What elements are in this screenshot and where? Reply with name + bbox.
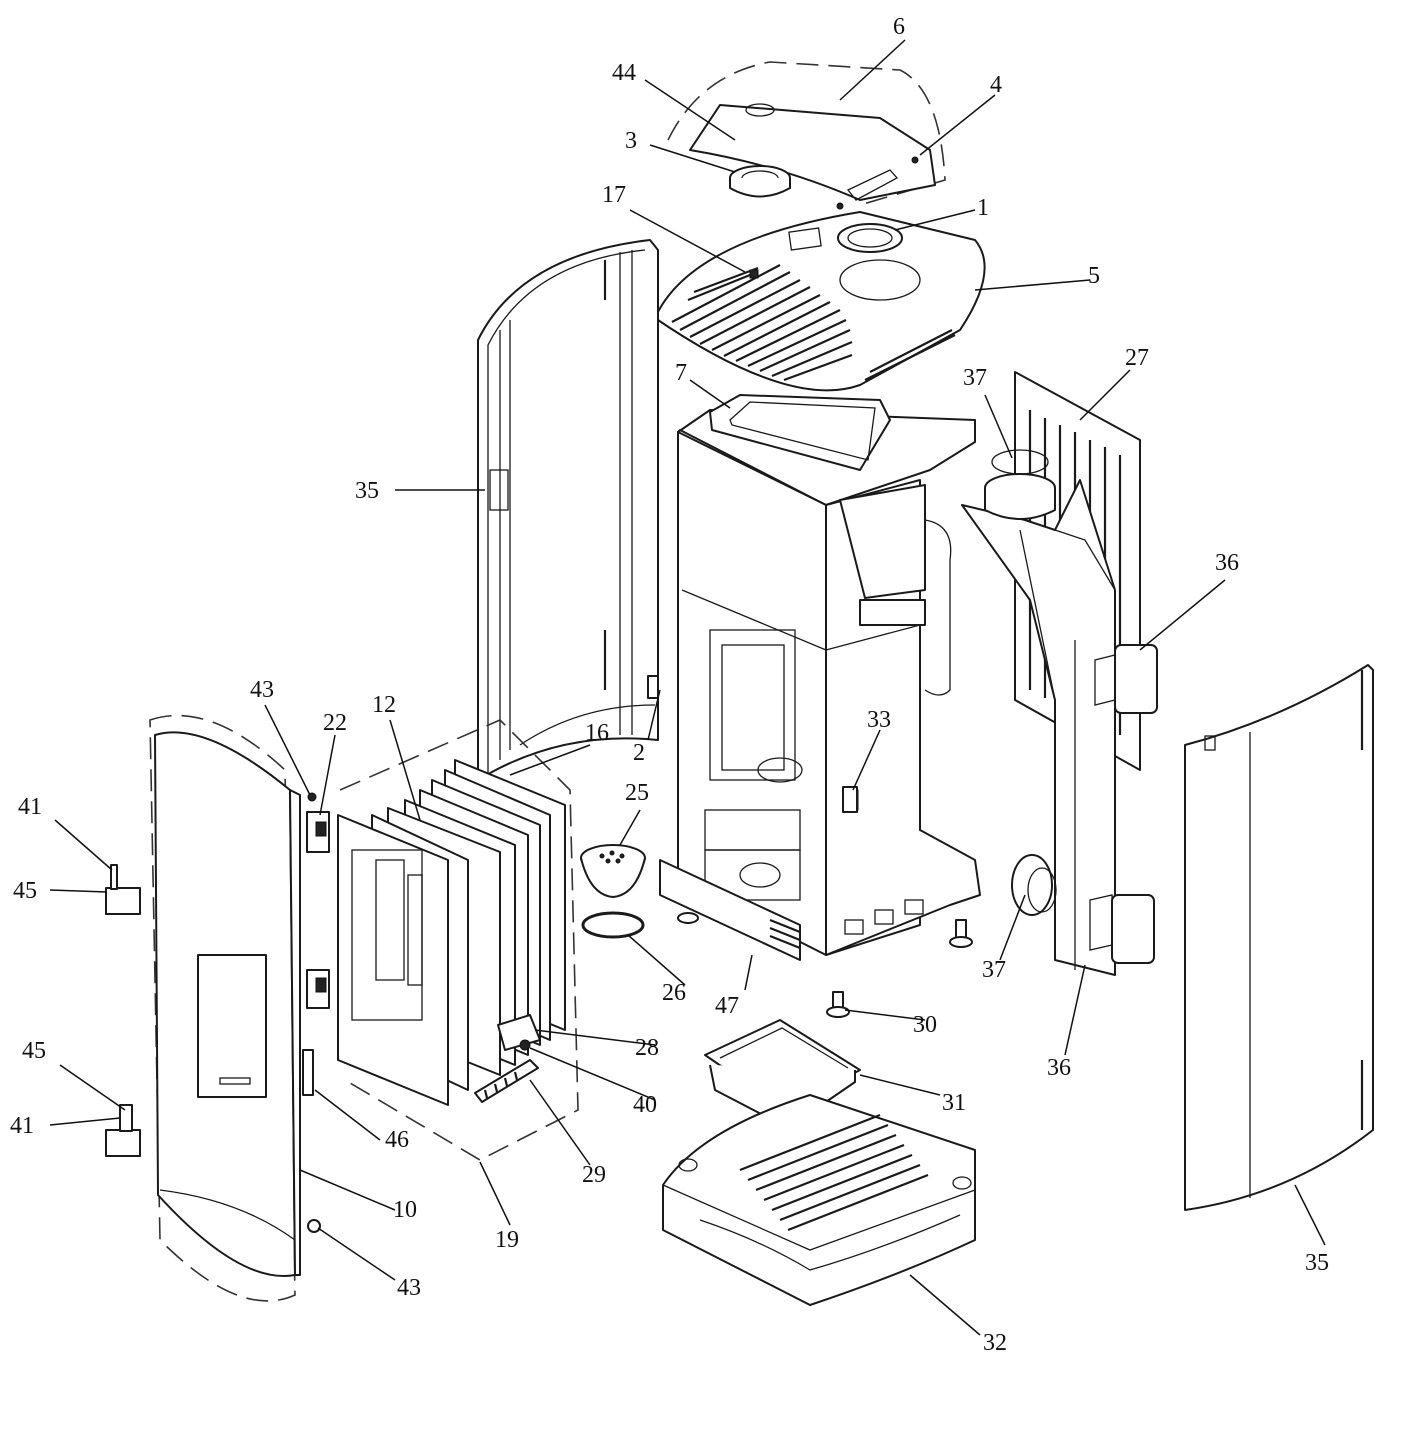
label-12: 12 — [372, 692, 396, 718]
label-29: 29 — [582, 1162, 606, 1188]
label-4: 4 — [990, 72, 1002, 98]
small-parts — [302, 675, 858, 1103]
label-7: 7 — [675, 360, 687, 386]
hinge-part — [105, 792, 321, 1233]
label-44: 44 — [612, 60, 636, 86]
label-25: 25 — [625, 780, 649, 806]
burn-pot-part — [580, 844, 646, 898]
label-43-top: 43 — [250, 677, 274, 703]
label-37-top: 37 — [963, 365, 987, 391]
label-10: 10 — [393, 1197, 417, 1223]
label-28: 28 — [635, 1035, 659, 1061]
flue-collar-part — [729, 165, 791, 198]
adjustable-foot-part — [677, 912, 973, 1018]
label-45-top: 45 — [13, 878, 37, 904]
label-45-bottom: 45 — [22, 1038, 46, 1064]
label-6: 6 — [893, 14, 905, 40]
label-46: 46 — [385, 1127, 409, 1153]
door-glass-stack-part — [337, 719, 579, 1161]
label-37-bottom: 37 — [982, 957, 1006, 983]
air-duct-part — [961, 449, 1158, 976]
front-door-part — [154, 731, 301, 1277]
label-36-bottom: 36 — [1047, 1055, 1071, 1081]
label-30: 30 — [913, 1012, 937, 1038]
gasket-ring-part — [581, 911, 645, 939]
label-47: 47 — [715, 993, 739, 1019]
stove-body-part — [677, 394, 981, 956]
label-26: 26 — [662, 980, 686, 1006]
label-33: 33 — [867, 707, 891, 733]
left-side-panel-part — [477, 239, 659, 781]
label-35-left: 35 — [355, 478, 379, 504]
label-35-right: 35 — [1305, 1250, 1329, 1276]
leader-lines — [49, 39, 1326, 1336]
label-17: 17 — [602, 182, 626, 208]
top-cover-part — [667, 61, 946, 210]
label-22: 22 — [323, 710, 347, 736]
label-31: 31 — [942, 1090, 966, 1116]
label-1: 1 — [977, 195, 989, 221]
label-41-top: 41 — [18, 794, 42, 820]
label-2: 2 — [633, 740, 645, 766]
label-40: 40 — [633, 1092, 657, 1118]
door-outline-part — [149, 714, 296, 1302]
label-16: 16 — [585, 720, 609, 746]
label-5: 5 — [1088, 263, 1100, 289]
label-27: 27 — [1125, 345, 1149, 371]
right-side-panel-part — [1184, 664, 1374, 1211]
front-lower-trim-part — [659, 859, 801, 961]
label-3: 3 — [625, 128, 637, 154]
label-43-bottom: 43 — [397, 1275, 421, 1301]
label-19: 19 — [495, 1227, 519, 1253]
ash-pan-part — [704, 1019, 861, 1129]
label-36-top: 36 — [1215, 550, 1239, 576]
door-bracket-part — [306, 811, 330, 1009]
label-41-bottom: 41 — [10, 1113, 34, 1139]
label-32: 32 — [983, 1330, 1007, 1356]
base-plinth-part — [662, 1094, 976, 1306]
top-grille-panel-part — [654, 211, 986, 392]
part-labels: 6 4 44 3 17 1 5 7 27 37 35 36 43 22 12 1… — [10, 14, 1329, 1356]
